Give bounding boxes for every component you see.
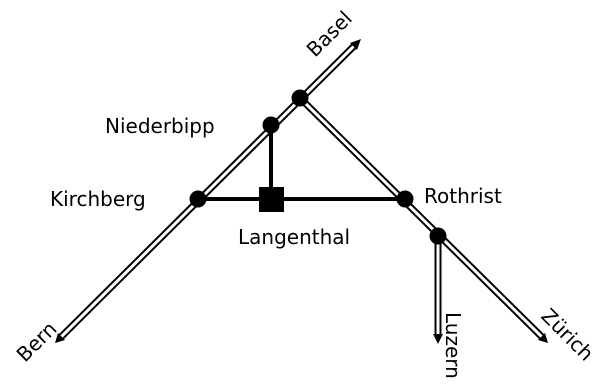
arrow-luzern-icon <box>433 334 443 344</box>
label-langenthal: Langenthal <box>238 225 350 249</box>
main-line-junction-zurich <box>297 95 546 341</box>
label-zurich: Zürich <box>536 304 598 366</box>
label-bern: Bern <box>12 317 62 367</box>
station-rothrist <box>396 190 414 208</box>
arrow-basel-icon <box>350 39 361 50</box>
label-niederbipp: Niederbipp <box>105 114 215 138</box>
station-langenthal <box>259 187 284 212</box>
arrow-bern-icon <box>55 333 65 343</box>
station-kirchberg <box>189 190 207 208</box>
station-niederbipp <box>262 116 280 134</box>
station-luzern-branch-node <box>429 227 447 245</box>
label-luzern: Luzern <box>441 312 465 379</box>
station-junction-node <box>291 89 309 107</box>
label-rothrist: Rothrist <box>424 184 502 208</box>
arrow-zurich-icon <box>538 333 548 343</box>
label-kirchberg: Kirchberg <box>50 187 146 211</box>
